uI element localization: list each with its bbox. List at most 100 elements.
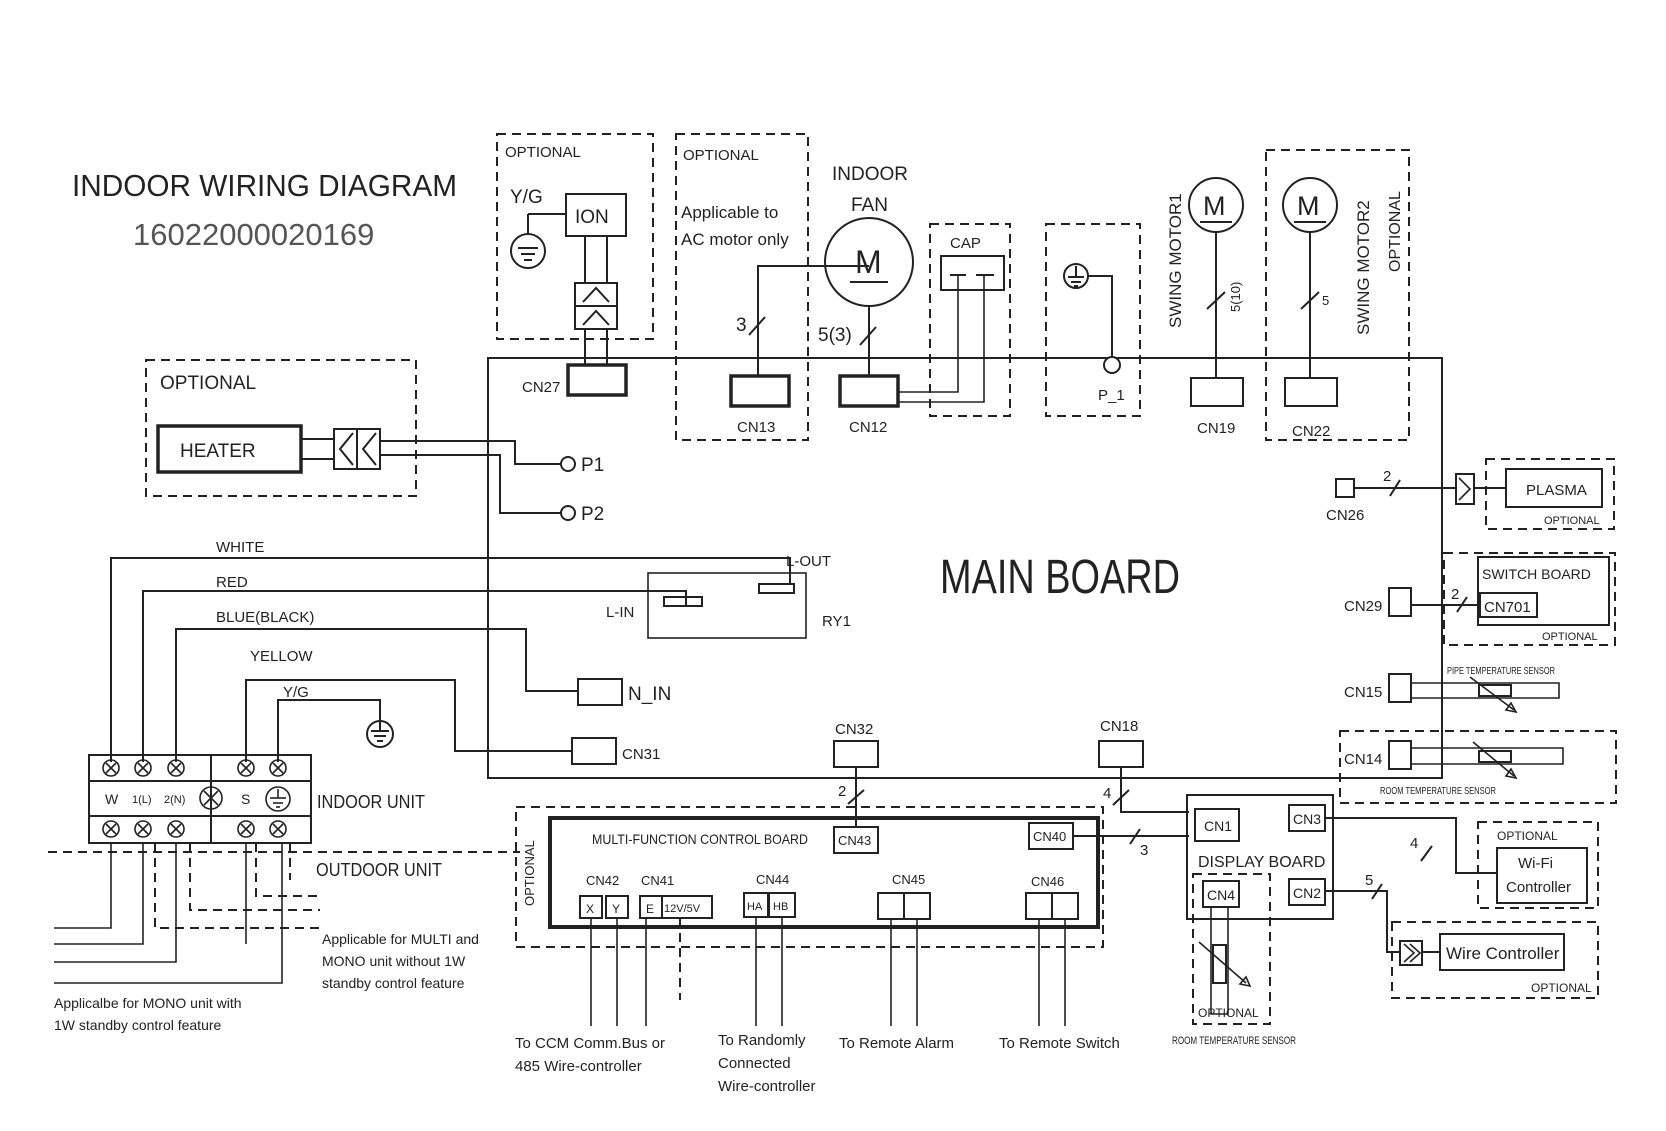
mfc-optional-frame [515, 806, 1104, 948]
cn4-connector [1202, 880, 1240, 908]
p1-terminal [1103, 356, 1121, 374]
ion-label: ION [575, 207, 609, 228]
cn2-wire-count: 5 [1365, 872, 1373, 889]
bottom-ccm-2: 485 Wire-controller [515, 1058, 642, 1075]
swing-motor2-label: SWING MOTOR2 [1354, 200, 1373, 335]
indoor-fan-motor-icon: M [824, 217, 914, 307]
bottom-ccm-1: To CCM Comm.Bus or [515, 1035, 665, 1052]
note-multi-2: MONO unit without 1W [322, 953, 466, 969]
note-mono-2: 1W standby control feature [54, 1017, 222, 1033]
cn19-label: CN19 [1197, 420, 1235, 437]
heater-box [156, 424, 303, 474]
ac-optional-frame [675, 133, 809, 441]
pin-v-label: 12V/5V [664, 903, 701, 915]
capacitor-icon [940, 255, 1005, 291]
cn41-label: CN41 [641, 873, 674, 888]
diagram-code: 16022000020169 [133, 217, 374, 252]
cn22-label: CN22 [1292, 423, 1330, 440]
cn4-optional-label: OPTIONAL [1198, 1006, 1259, 1020]
heater-label: HEATER [180, 441, 256, 462]
cn3-connector [1288, 804, 1326, 832]
cn40-label: CN40 [1033, 829, 1066, 844]
display-board-label: DISPLAY BOARD [1198, 854, 1325, 871]
ion-box [565, 193, 627, 237]
terminal-screws-top [102, 759, 287, 777]
cn32-label: CN32 [835, 721, 873, 738]
note-multi-3: standby control feature [322, 975, 465, 991]
l-out-label: L-OUT [786, 553, 831, 570]
cn29-label: CN29 [1344, 598, 1382, 615]
display-room-sensor-label: ROOM TEMPERATURE SENSOR [1172, 1035, 1296, 1047]
terminal-w-label: W [105, 791, 119, 807]
swing2-optional-label: OPTIONAL [1387, 191, 1404, 272]
cn14-label: CN14 [1344, 751, 1382, 768]
wire-controller-label: Wire Controller [1446, 944, 1560, 963]
swing1-wire-count: 5(10) [1228, 282, 1243, 312]
p2-terminal-label: P2 [581, 504, 604, 525]
terminal-2n-label: 2(N) [164, 794, 185, 806]
ac-optional-label: OPTIONAL [683, 147, 759, 164]
cn18-wire-count: 4 [1103, 785, 1111, 802]
cn701-label: CN701 [1484, 599, 1531, 616]
pin-hb-label: HB [773, 901, 788, 913]
cn15-label: CN15 [1344, 684, 1382, 701]
terminal-ground-icon [265, 786, 291, 812]
svg-text:M: M [1203, 191, 1226, 221]
cn29-connector [1388, 587, 1412, 617]
wire-controller-optional-label: OPTIONAL [1531, 981, 1592, 995]
cn43-label: CN43 [838, 833, 871, 848]
cn31-connector [571, 737, 617, 765]
wire-controller-plug-icon [1399, 940, 1423, 966]
pin-ha-label: HA [747, 901, 763, 913]
cn18-label: CN18 [1100, 718, 1138, 735]
ion-optional-label: OPTIONAL [505, 144, 581, 161]
indoor-unit-label: INDOOR UNIT [317, 792, 425, 812]
cn12-label: CN12 [849, 419, 887, 436]
plasma-label: PLASMA [1526, 482, 1587, 499]
cn3-wire-count: 4 [1410, 835, 1418, 852]
pin-e-label: E [646, 902, 654, 916]
cn27-label: CN27 [522, 379, 560, 396]
yg-ground-icon [366, 720, 394, 748]
ac-applicable-1: Applicable to [681, 203, 778, 222]
cn22-connector [1284, 377, 1338, 407]
indoor-fan-label-1: INDOOR [832, 164, 908, 185]
cn44-label: CN44 [756, 872, 789, 887]
display-board-box [1186, 794, 1334, 920]
ion-yg-label: Y/G [510, 187, 543, 208]
cn12-wire-count: 5(3) [818, 325, 852, 346]
swing2-optional-frame [1265, 149, 1410, 441]
ry1-label: RY1 [822, 613, 851, 630]
terminal-s-label: S [241, 791, 250, 807]
main-board-label: MAIN BOARD [940, 551, 1180, 604]
cn19-connector [1190, 377, 1244, 407]
p2-heater-terminal [560, 505, 576, 521]
switch-board-label: SWITCH BOARD [1482, 566, 1591, 582]
outdoor-unit-label: OUTDOOR UNIT [316, 860, 442, 880]
room-sensor-icon [1411, 741, 1564, 780]
heater-optional-frame [145, 359, 417, 497]
cn4-optional-frame [1192, 873, 1271, 1025]
cn1-connector [1194, 808, 1240, 842]
wire-controller-box [1439, 933, 1565, 971]
relay-l-out-contact [758, 583, 795, 594]
svg-text:M: M [855, 244, 882, 280]
l-in-label: L-IN [606, 604, 634, 621]
p1-heater-terminal [560, 456, 576, 472]
terminal-center-screw-icon [199, 786, 223, 810]
bottom-random-2: Connected [718, 1055, 791, 1072]
wifi-label-2: Controller [1506, 879, 1571, 896]
room-sensor-label: ROOM TEMPERATURE SENSOR [1380, 786, 1496, 797]
p1-label: P_1 [1098, 387, 1125, 404]
ion-plug-icon [574, 282, 618, 330]
relay-l-in-contact [663, 596, 703, 607]
heater-plug-icon [333, 428, 381, 470]
bottom-switch: To Remote Switch [999, 1035, 1120, 1052]
cn4-label: CN4 [1207, 887, 1235, 903]
mfc-optional-label: OPTIONAL [522, 840, 537, 906]
cn13-wire-count: 3 [736, 315, 747, 336]
mfc-board-box [548, 816, 1100, 929]
mfc-board-label: MULTI-FUNCTION CONTROL BOARD [592, 831, 808, 847]
n-in-connector [577, 678, 623, 706]
indoor-fan-label-2: FAN [851, 195, 888, 216]
